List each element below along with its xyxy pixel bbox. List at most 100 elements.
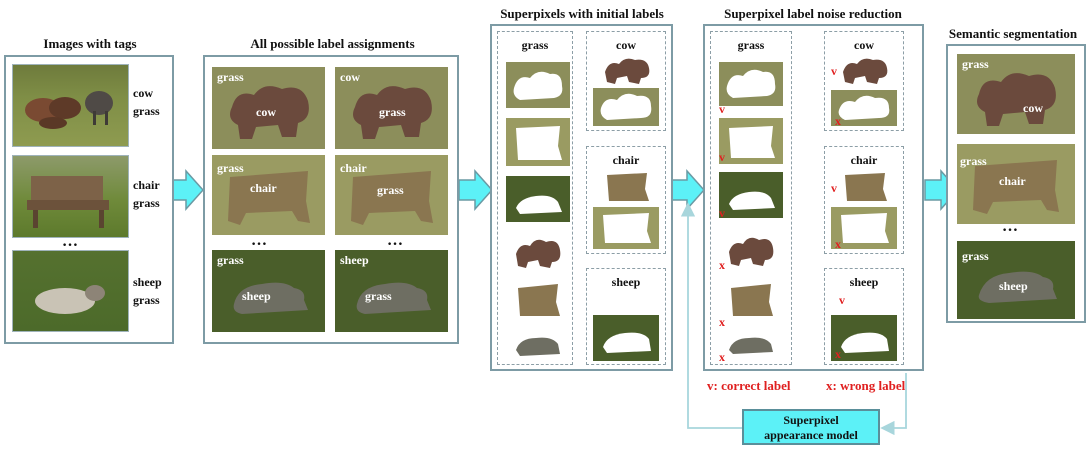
result-fg-label: sheep bbox=[999, 279, 1028, 293]
appearance-model-line2: appearance model bbox=[764, 428, 858, 442]
assignment-fg-label: sheep bbox=[242, 289, 271, 303]
panel-images-with-tags: cow grass chair grass … sheep grass bbox=[4, 55, 174, 344]
refined-grass-6 bbox=[723, 332, 779, 356]
result-bg-label: grass bbox=[960, 154, 987, 168]
group-label-grass: grass bbox=[521, 38, 549, 52]
group-cow-refined: cow v x bbox=[824, 31, 904, 131]
stage-title-semantic-segmentation: Semantic segmentation bbox=[948, 26, 1078, 41]
result-cow: grass cow bbox=[957, 54, 1075, 134]
ellipsis-assign-b: … bbox=[387, 232, 403, 249]
group-label-sheep: sheep bbox=[849, 275, 879, 289]
photo-cows bbox=[12, 64, 129, 147]
result-fg-label: cow bbox=[1023, 101, 1043, 115]
refined-sheep-1 bbox=[831, 315, 897, 361]
refined-cow-2 bbox=[831, 90, 897, 126]
superpixel-grass-6 bbox=[510, 328, 566, 362]
result-bg-label: grass bbox=[962, 249, 989, 263]
assignment-bg-label: grass bbox=[217, 161, 244, 175]
wrong-mark: x bbox=[835, 347, 841, 361]
refined-chair-2 bbox=[831, 207, 897, 249]
correct-mark: v bbox=[831, 64, 837, 78]
ellipsis-results: … bbox=[1002, 218, 1018, 235]
refined-cow-1 bbox=[837, 56, 893, 84]
correct-mark: v bbox=[719, 150, 725, 164]
flow-arrow-1 bbox=[169, 169, 205, 211]
refined-grass-2 bbox=[719, 118, 783, 164]
group-label-sheep: sheep bbox=[611, 275, 641, 289]
group-chair-initial: chair bbox=[586, 146, 666, 254]
group-grass-initial: grass bbox=[497, 31, 573, 365]
ellipsis-images: … bbox=[62, 233, 78, 250]
refined-chair-1 bbox=[837, 171, 893, 203]
assignment-fg-label: grass bbox=[365, 289, 392, 303]
stage-title-superpixels: Superpixels with initial labels bbox=[500, 6, 664, 21]
wrong-mark: x bbox=[719, 315, 725, 329]
refined-grass-5 bbox=[723, 282, 779, 320]
feedback-loop bbox=[680, 202, 907, 436]
panel-noise-reduction: grass v v v x x x bbox=[703, 24, 924, 371]
assignment-fg-label: grass bbox=[379, 105, 406, 119]
refined-grass-4 bbox=[723, 228, 779, 268]
superpixel-chair-2 bbox=[593, 207, 659, 249]
assignment-chair-b: chair grass bbox=[335, 155, 448, 235]
tag-chair: chair bbox=[133, 178, 160, 192]
ellipsis-assign-a: … bbox=[251, 232, 267, 249]
panel-label-assignments: grass cow cow grass grass chair chair gr… bbox=[203, 55, 459, 344]
correct-mark: v bbox=[831, 181, 837, 195]
legend-correct: v: correct label bbox=[707, 378, 791, 393]
appearance-model-line1: Superpixel bbox=[783, 413, 839, 427]
result-fg-label: chair bbox=[999, 174, 1026, 188]
tag-grass-3: grass bbox=[133, 293, 160, 307]
stage-title-assignments: All possible label assignments bbox=[250, 36, 415, 51]
photo-bench bbox=[12, 155, 129, 238]
refined-grass-3 bbox=[719, 172, 783, 218]
assignment-bg-label: chair bbox=[340, 161, 367, 175]
assignment-sheep-b: sheep grass bbox=[335, 250, 448, 332]
group-label-cow: cow bbox=[616, 38, 636, 52]
tag-cow: cow bbox=[133, 86, 153, 100]
assignment-bg-label: cow bbox=[340, 70, 360, 84]
superpixel-grass-2 bbox=[506, 118, 570, 166]
wrong-mark: x bbox=[835, 114, 841, 128]
superpixel-grass-5 bbox=[510, 280, 566, 320]
flow-arrow-2 bbox=[458, 169, 494, 211]
group-label-chair: chair bbox=[850, 153, 878, 167]
assignment-cow-a: grass cow bbox=[212, 67, 325, 149]
wrong-mark: x bbox=[835, 237, 841, 251]
assignment-cow-b: cow grass bbox=[335, 67, 448, 149]
tag-grass-1: grass bbox=[133, 104, 160, 118]
tag-sheep: sheep bbox=[133, 275, 162, 289]
wrong-mark: x bbox=[719, 350, 725, 364]
superpixel-grass-1 bbox=[506, 62, 570, 108]
assignment-fg-label: cow bbox=[256, 105, 276, 119]
assignment-fg-label: chair bbox=[250, 181, 277, 195]
result-bg-label: grass bbox=[962, 57, 989, 71]
refined-grass-1 bbox=[719, 62, 783, 106]
correct-mark: v bbox=[719, 206, 725, 220]
group-sheep-initial: sheep bbox=[586, 268, 666, 365]
legend-wrong: x: wrong label bbox=[826, 378, 906, 393]
superpixel-cow-2 bbox=[593, 88, 659, 126]
result-sheep: grass sheep bbox=[957, 241, 1075, 319]
group-cow-initial: cow bbox=[586, 31, 666, 131]
panel-semantic-segmentation: grass cow grass chair … grass sheep bbox=[946, 44, 1086, 323]
group-label-grass: grass bbox=[737, 38, 765, 52]
group-grass-refined: grass v v v x x x bbox=[710, 31, 792, 365]
assignment-bg-label: sheep bbox=[340, 253, 369, 267]
superpixel-cow-1 bbox=[599, 56, 655, 84]
correct-mark: v bbox=[719, 102, 725, 116]
assignment-bg-label: grass bbox=[217, 253, 244, 267]
photo-sheep bbox=[12, 250, 129, 332]
superpixel-grass-4 bbox=[510, 230, 566, 270]
wrong-mark: x bbox=[719, 258, 725, 272]
group-chair-refined: chair v x bbox=[824, 146, 904, 254]
correct-mark: v bbox=[839, 293, 845, 307]
bench-shapes bbox=[27, 176, 109, 228]
flow-arrow-3 bbox=[670, 169, 706, 211]
group-label-cow: cow bbox=[854, 38, 874, 52]
superpixel-grass-3 bbox=[506, 176, 570, 222]
result-chair: grass chair bbox=[957, 144, 1075, 224]
superpixel-sheep-1 bbox=[593, 315, 659, 361]
stage-title-images: Images with tags bbox=[43, 36, 137, 51]
